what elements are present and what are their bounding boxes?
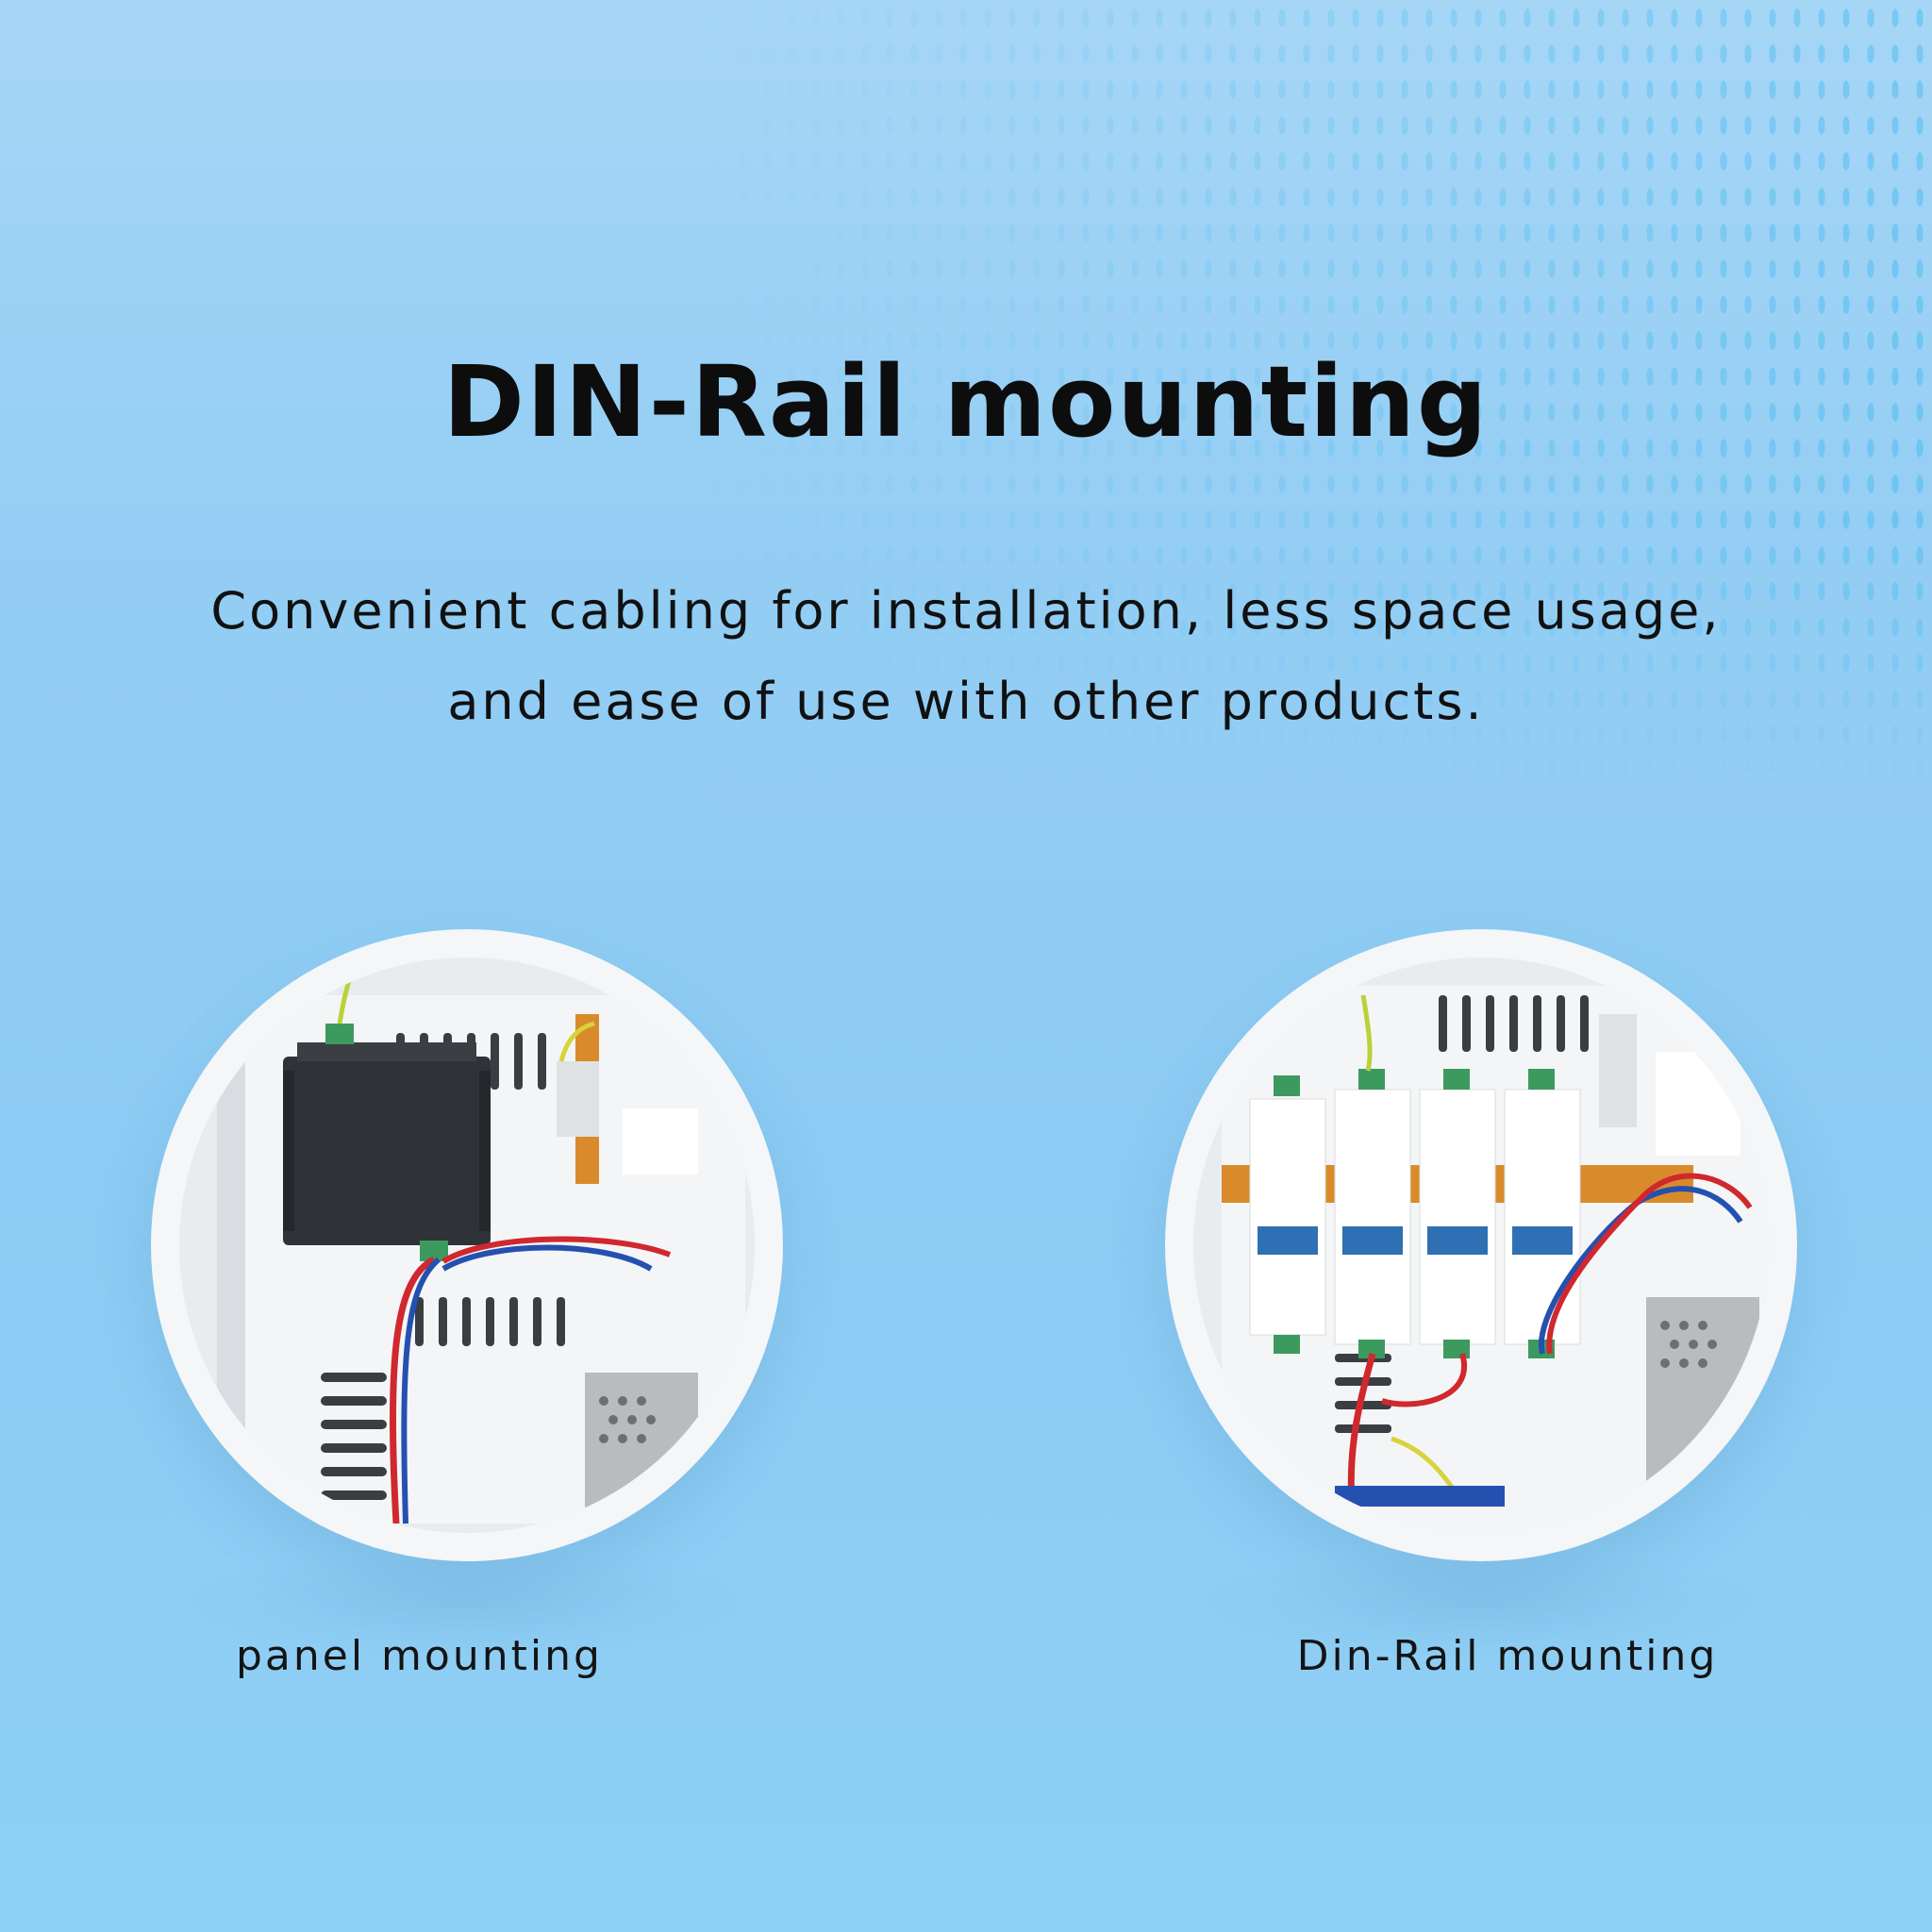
dot-pattern-fade (706, 528, 1932, 811)
description-line-1: Convenient cabling for installation, les… (210, 581, 1722, 641)
page-title: DIN-Rail mounting (442, 344, 1490, 459)
din-rail-mounting-caption: Din-Rail mounting (1296, 1632, 1719, 1680)
din-rail-mounting-image (1193, 958, 1769, 1533)
description-line-2: and ease of use with other products. (447, 672, 1485, 731)
din-rail-shadow (1189, 1547, 1774, 1660)
panel-mounting-image (179, 958, 755, 1533)
description: Convenient cabling for installation, les… (0, 566, 1932, 747)
panel-mounting-image-frame (151, 929, 783, 1561)
panel-mounting-caption: panel mounting (236, 1632, 603, 1680)
panel-shadow (175, 1547, 759, 1660)
din-rail-mounting-image-frame (1165, 929, 1797, 1561)
